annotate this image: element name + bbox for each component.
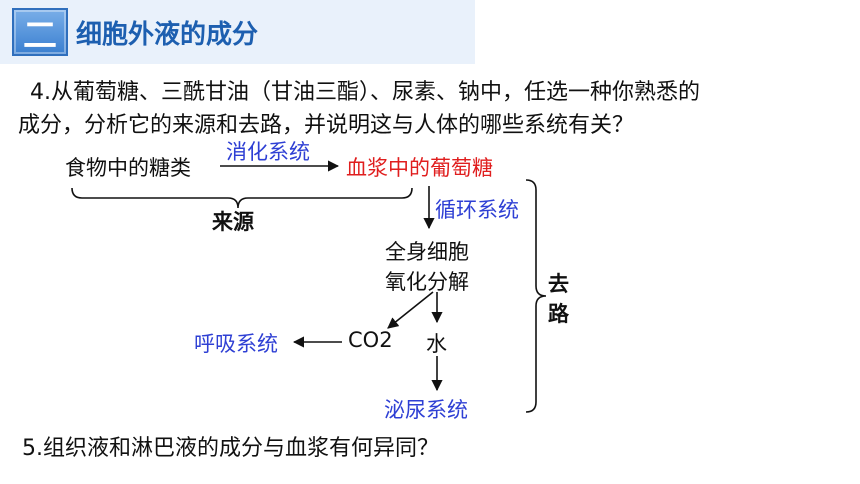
circulatory-system-label: 循环系统 [435,198,519,222]
source-brace [71,187,413,209]
digestive-system-label: 消化系统 [226,140,310,164]
question-4: 4.从葡萄糖、三酰甘油（甘油三酯）、尿素、钠中，任选一种你熟悉的 成分，分析它的… [18,76,838,142]
question-5: 5.组织液和淋巴液的成分与血浆有何异同？ [22,436,439,461]
question-4-line-2: 成分，分析它的来源和去路，并说明这与人体的哪些系统有关？ [18,113,635,138]
co2-node: CO2 [348,328,393,352]
cells-node: 全身细胞 [385,240,469,264]
water-node: 水 [426,332,447,356]
destination-brace [525,179,547,413]
urinary-system-label: 泌尿系统 [384,398,468,422]
plasma-glucose-node: 血浆中的葡萄糖 [346,156,493,180]
section-number-badge: 二 [12,8,68,56]
header-bar [0,0,475,64]
section-title: 细胞外液的成分 [76,20,259,50]
question-4-line-1: 4.从葡萄糖、三酰甘油（甘油三酯）、尿素、钠中，任选一种你熟悉的 [30,80,700,105]
respiratory-system-label: 呼吸系统 [194,332,278,356]
destination-label-bottom: 路 [548,302,569,326]
food-sugar-node: 食物中的糖类 [65,156,191,180]
arrow-oxidation-to-co2 [387,291,434,329]
source-label: 来源 [212,210,254,234]
destination-label-top: 去 [548,272,569,296]
oxidation-node: 氧化分解 [385,270,469,294]
